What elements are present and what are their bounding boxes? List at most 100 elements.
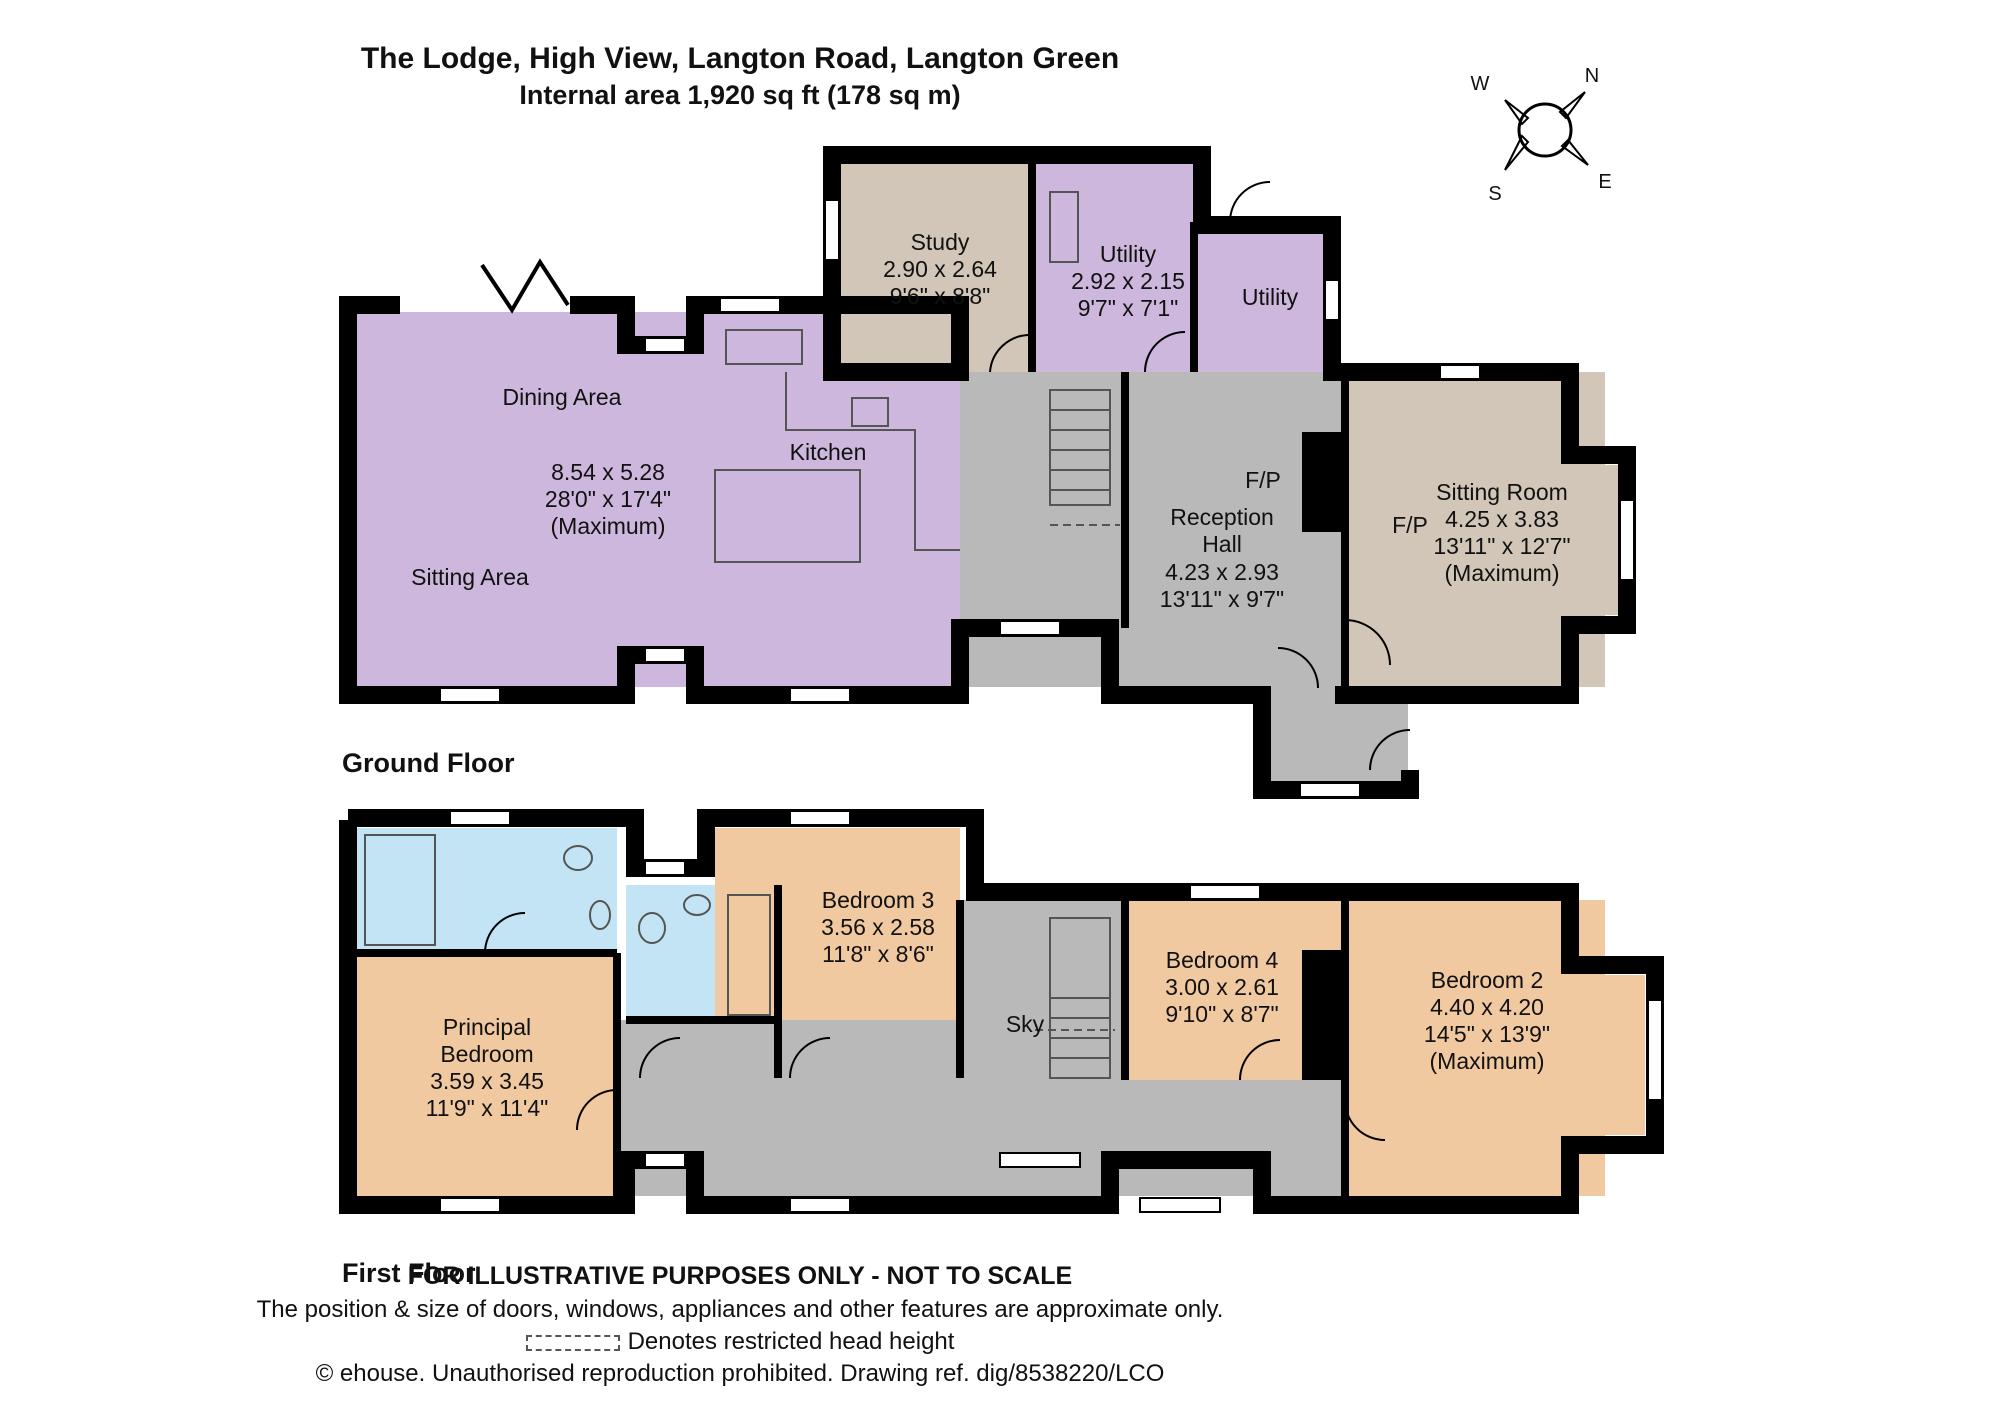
window: [1324, 279, 1340, 321]
label-bedroom4-dim1: 3.00 x 2.61: [1165, 974, 1279, 1000]
label-bedroom3-dim1: 3.56 x 2.58: [821, 914, 935, 940]
label-sitting-dim2: 13'11" x 12'7": [1433, 533, 1570, 559]
copyright: © ehouse. Unauthorised reproduction proh…: [315, 1360, 1165, 1387]
label-open-plan-dim2: 28'0" x 17'4": [545, 486, 671, 512]
sink-icon: [725, 329, 803, 365]
label-open-plan-dim3: (Maximum): [551, 513, 666, 539]
label-dining-area: Dining Area: [503, 384, 622, 410]
door-arc: [1344, 619, 1391, 666]
dashed-key-icon: [525, 1334, 620, 1351]
bath-icon: [727, 894, 771, 1016]
window: [644, 860, 686, 876]
window: [1299, 782, 1361, 798]
label-principal: Principal: [443, 1014, 531, 1040]
toilet-icon: [563, 845, 593, 871]
plan-title: The Lodge, High View, Langton Road, Lang…: [360, 42, 1120, 75]
door-arc: [789, 1037, 831, 1079]
legend-text: Denotes restricted head height: [627, 1328, 955, 1355]
label-bedroom2-dim3: (Maximum): [1430, 1048, 1545, 1074]
hob-icon: [851, 397, 889, 427]
basin-icon: [683, 894, 711, 916]
label-principal-dim2: 11'9" x 11'4": [426, 1095, 549, 1121]
door-arc: [1369, 729, 1411, 771]
label-reception-dim1: 4.23 x 2.93: [1165, 559, 1279, 585]
label-utility-dim2: 9'7" x 7'1": [1078, 295, 1179, 321]
window: [439, 1197, 501, 1213]
label-bedroom2: Bedroom 2: [1431, 967, 1544, 993]
staircase: [1049, 389, 1111, 506]
stair-hall: [960, 372, 1125, 687]
door-arc: [576, 1089, 618, 1131]
window: [1619, 499, 1635, 581]
label-reception-dim2: 13'11" x 9'7": [1160, 586, 1284, 612]
shower-icon: [364, 834, 436, 946]
label-bedroom2-dim2: 14'5" x 13'9": [1424, 1021, 1550, 1047]
principal-bedroom-room: [357, 953, 617, 1196]
label-bedroom2-dim1: 4.40 x 4.20: [1430, 994, 1544, 1020]
label-kitchen: Kitchen: [790, 439, 867, 465]
window: [449, 810, 511, 826]
window: [644, 1152, 686, 1168]
compass-e: E: [1598, 171, 1611, 193]
window: [999, 1152, 1081, 1168]
label-study: Study: [911, 229, 970, 255]
compass-s: S: [1488, 183, 1501, 205]
door-arc: [989, 333, 1031, 373]
ground-floor-plan: Dining Area Kitchen 8.54 x 5.28 28'0" x …: [339, 146, 1636, 799]
label-utility: Utility: [1100, 241, 1157, 267]
window: [824, 199, 840, 261]
window: [1647, 999, 1663, 1101]
basin-icon: [589, 900, 611, 930]
label-bedroom4: Bedroom 4: [1166, 947, 1279, 973]
first-floor-label: First Floor: [342, 1258, 476, 1288]
label-sky: Sky: [1006, 1011, 1045, 1037]
first-outer-wall: [339, 809, 1664, 1214]
label-utility-small: Utility: [1242, 284, 1299, 310]
label-study-dim1: 2.90 x 2.64: [883, 256, 997, 282]
door-arc: [1144, 331, 1186, 373]
label-principal-dim1: 3.59 x 3.45: [430, 1068, 544, 1094]
sky-stair-area: [960, 900, 1125, 1080]
study-room: [832, 162, 1032, 372]
label-study-dim2: 9'6" x 8'8": [890, 283, 991, 309]
utility-sink-icon: [1049, 191, 1079, 263]
utility-room: [1032, 162, 1194, 372]
label-reception: Reception: [1170, 504, 1274, 530]
compass-n: N: [1585, 65, 1599, 87]
compass-icon: W N S E: [1471, 65, 1612, 205]
disclaimer: FOR ILLUSTRATIVE PURPOSES ONLY - NOT TO …: [407, 1262, 1073, 1290]
compass-w: W: [1471, 73, 1490, 95]
door-arc: [639, 1037, 681, 1079]
window: [439, 687, 501, 703]
label-sitting-dim1: 4.25 x 3.83: [1445, 506, 1559, 532]
bifold-door-icon: [480, 258, 570, 314]
toilet-icon: [638, 912, 666, 944]
label-sitting-room: Sitting Room: [1436, 479, 1568, 505]
bedroom2-bay: [1605, 975, 1645, 1135]
label-reception-2: Hall: [1202, 531, 1242, 557]
legend-row: Denotes restricted head height: [0, 1328, 1480, 1356]
window: [644, 647, 686, 663]
label-principal-2: Bedroom: [440, 1041, 533, 1067]
label-fp-hall: F/P: [1245, 467, 1281, 493]
label-fp-sitting: F/P: [1392, 512, 1428, 538]
chimney-breast: [1302, 432, 1346, 532]
window: [789, 1197, 851, 1213]
ensuite: [357, 828, 617, 953]
kitchen-island: [714, 469, 861, 563]
label-sitting-area: Sitting Area: [411, 564, 529, 590]
door-arc: [1229, 181, 1271, 223]
door-arc: [1239, 1039, 1281, 1081]
label-bedroom3: Bedroom 3: [822, 887, 935, 913]
ground-outer-wall-north: [570, 146, 1636, 704]
door-arc: [1344, 1099, 1386, 1141]
door-arc: [484, 912, 526, 954]
first-floor-plan: Bedroom 3 3.56 x 2.58 11'8" x 8'6" Princ…: [339, 809, 1664, 1214]
ground-floor-label: Ground Floor: [342, 748, 515, 778]
internal-area: Internal area 1,920 sq ft (178 sq m): [519, 80, 961, 110]
window: [999, 620, 1061, 636]
window: [1139, 1197, 1221, 1213]
utility-small-room: [1194, 222, 1324, 372]
window: [719, 297, 781, 313]
